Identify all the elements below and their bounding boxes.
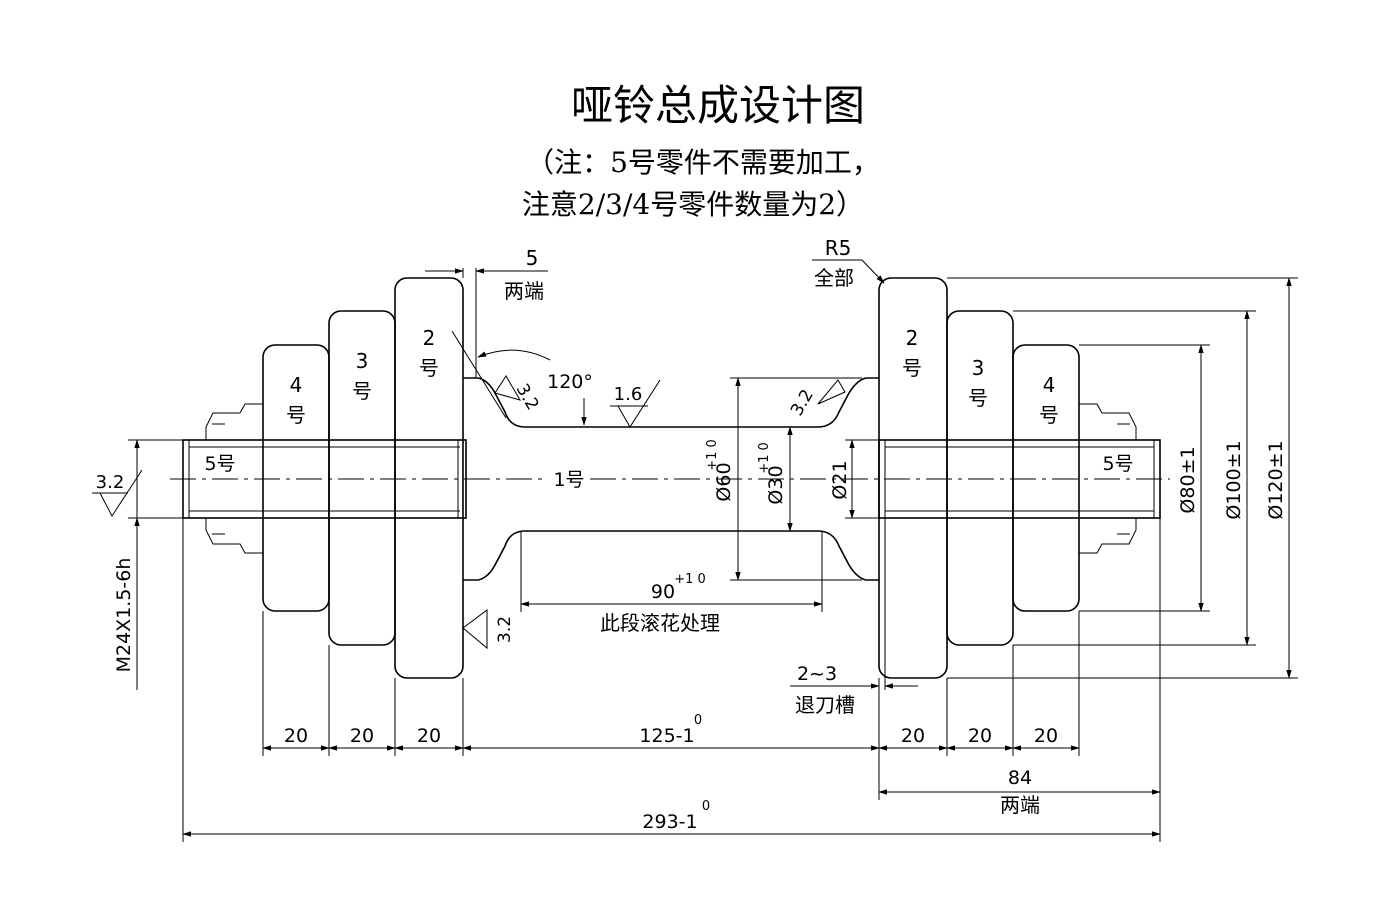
dim-d21: Ø21 — [829, 460, 851, 499]
nut-right — [1079, 403, 1137, 554]
rough16-v — [617, 379, 661, 428]
label-part-4-right-hao: 号 — [1039, 403, 1059, 427]
roughness-16: 1.6 — [614, 384, 643, 405]
handle-body — [463, 377, 879, 581]
gap-note: 两端 — [504, 279, 544, 303]
note-line-2: 注意2/3/4号零件数量为2） — [522, 188, 864, 221]
dim-w20-1: 20 — [284, 725, 308, 747]
dim-d120: Ø120±1 — [1265, 440, 1287, 519]
dim-w20-3: 20 — [417, 725, 441, 747]
plate-2-left — [394, 277, 464, 679]
rough32a-v — [494, 375, 522, 401]
dim-d30: Ø30 — [765, 465, 787, 504]
angle-label: 120° — [547, 371, 593, 393]
nut-left — [205, 403, 263, 554]
dim-d80: Ø80±1 — [1177, 446, 1199, 513]
groove-note: 退刀槽 — [795, 693, 855, 717]
label-part-2-left-num: 2 — [423, 326, 436, 350]
label-part-2-right-hao: 号 — [902, 356, 922, 380]
dim-w20-4: 20 — [901, 725, 925, 747]
dim-d60-tol: +1 0 — [705, 439, 720, 471]
drawing-title: 哑铃总成设计图 — [571, 81, 865, 130]
rough32c-v — [462, 609, 488, 650]
label-part-5-left: 5号 — [204, 453, 235, 475]
roughness-32-face: 3.2 — [462, 609, 515, 650]
dim-len293: 293-1 — [642, 811, 697, 833]
roughness-32-thread: 3.2 — [92, 469, 143, 517]
gap-value: 5 — [526, 246, 539, 270]
label-part-3-right-hao: 号 — [968, 386, 988, 410]
rough32b-v — [817, 379, 846, 405]
dim-len84-note: 两端 — [1000, 793, 1040, 817]
label-part-2-left-hao: 号 — [419, 356, 439, 380]
roughness-32-b: 3.2 — [787, 386, 818, 419]
dim-len125: 125-1 — [639, 725, 694, 747]
dim-d30-tol: +1 0 — [757, 442, 772, 474]
roughness-16-symbol: 1.6 — [610, 379, 661, 428]
label-part-3-right-num: 3 — [972, 356, 985, 380]
radius-value: R5 — [825, 236, 852, 260]
dim-len90: 90 — [651, 581, 675, 603]
dim-d100: Ø100±1 — [1223, 440, 1245, 519]
rough32d-v — [99, 469, 143, 517]
dim-len90-tol: +1 0 — [674, 572, 706, 587]
label-part-1: 1号 — [553, 469, 584, 491]
label-part-4-left-num: 4 — [290, 373, 303, 397]
plate-width-dims: 20 20 20 125-1 0 20 20 20 — [262, 611, 1080, 800]
roughness-32-d: 3.2 — [96, 472, 125, 493]
groove-value: 2~3 — [797, 663, 837, 685]
label-part-4-right-num: 4 — [1043, 373, 1056, 397]
label-part-2-right-num: 2 — [906, 326, 919, 350]
label-part-4-left-hao: 号 — [286, 403, 306, 427]
dim-w20-5: 20 — [968, 725, 992, 747]
angle-line — [451, 330, 507, 419]
dim-len84: 84 — [1008, 767, 1032, 789]
r5-leader — [861, 259, 885, 284]
angle-arc — [477, 349, 551, 361]
thread-rod-left — [182, 439, 467, 519]
roughness-32-c: 3.2 — [495, 616, 515, 643]
label-part-3-left-num: 3 — [356, 349, 369, 373]
dim-d60: Ø60 — [713, 462, 735, 501]
dim-w20-6: 20 — [1034, 725, 1058, 747]
plate-4-right — [1012, 344, 1080, 612]
dim-len125-sup: 0 — [694, 713, 702, 728]
note-line-1: （注：5号零件不需要加工， — [526, 146, 880, 179]
thread-rod-right — [878, 439, 1161, 519]
label-part-3-left-hao: 号 — [352, 379, 372, 403]
thread-spec: M24X1.5-6h — [113, 558, 135, 673]
roughness-32-a: 3.2 — [512, 381, 543, 414]
dim-w20-2: 20 — [350, 725, 374, 747]
dim-len293-sup: 0 — [702, 799, 710, 814]
radius-note: 全部 — [814, 266, 854, 290]
label-part-1-bg — [548, 468, 590, 490]
roughness-32-taper-right: 3.2 — [787, 379, 846, 420]
label-part-5-right: 5号 — [1102, 453, 1133, 475]
knurl-note: 此段滚花处理 — [600, 611, 720, 635]
